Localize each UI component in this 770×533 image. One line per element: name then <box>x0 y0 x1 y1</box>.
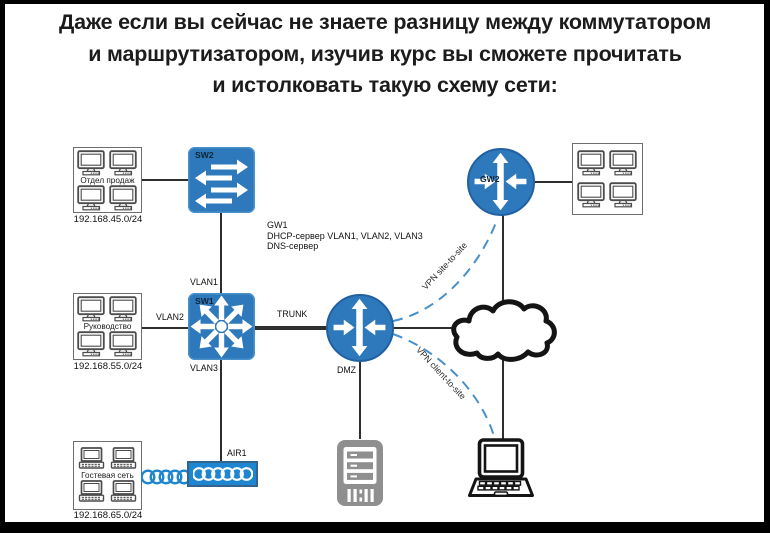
device-label-gw2: GW2 <box>480 174 500 184</box>
access-point-air1 <box>187 461 258 487</box>
switch-sw1: SW1 <box>188 293 255 360</box>
link-label-vlan2: VLAN2 <box>156 312 184 322</box>
lan-label-sales: Отдел продаж <box>80 175 135 185</box>
device-label-dmz: DMZ <box>337 365 357 375</box>
computer-row <box>77 331 139 357</box>
router-icon <box>333 298 386 357</box>
vpn-site-to-site-line <box>392 219 498 322</box>
link-label-vlan3: VLAN3 <box>190 363 218 373</box>
desktop-computer-icon <box>77 185 107 211</box>
laptop-icon <box>77 480 107 504</box>
link-mgmt-sw1-vlan2 <box>142 327 188 329</box>
link-dmz-server <box>359 362 361 439</box>
link-sw1-air1-vlan3 <box>220 360 222 462</box>
device-label-sw2: SW2 <box>195 150 214 160</box>
device-label-air1: AIR1 <box>227 448 247 458</box>
frame-border-left <box>0 0 5 533</box>
desktop-computer-icon <box>109 331 139 357</box>
switch-sw2: SW2 <box>188 147 255 213</box>
desktop-computer-icon <box>77 331 107 357</box>
computer-row <box>77 447 139 471</box>
router-icon <box>474 152 527 211</box>
lan-box-guest: Гостевая сеть <box>73 441 142 510</box>
remote-laptop-icon <box>464 438 538 502</box>
desktop-computer-icon <box>109 296 139 322</box>
router-gw2: GW2 <box>467 148 535 216</box>
laptop-icon <box>77 447 107 471</box>
desktop-computer-icon <box>109 150 139 176</box>
link-label-trunk: TRUNK <box>277 309 308 319</box>
page-title: Даже если вы сейчас не знаете разницу ме… <box>0 7 770 102</box>
gw1-note-line-2: DHCP-сервер VLAN1, VLAN2, VLAN3 <box>267 230 423 241</box>
desktop-computer-icon <box>609 150 639 176</box>
frame-border-right <box>764 0 770 533</box>
link-dmz-cloud <box>394 327 465 329</box>
computer-row <box>577 150 639 176</box>
vpn-client-to-site-line <box>392 333 495 437</box>
desktop-computer-icon <box>109 185 139 211</box>
gw1-note-line-3: DNS-сервер <box>267 241 319 251</box>
subnet-sales: 192.168.45.0/24 <box>73 214 143 225</box>
lan-label-management: Руководство <box>83 322 132 331</box>
computer-row <box>77 296 139 322</box>
gw1-note-line-1: GW1 <box>267 220 288 230</box>
laptop-icon <box>109 447 139 471</box>
link-gw2-branch <box>535 181 572 183</box>
device-label-sw1: SW1 <box>195 296 214 306</box>
lan-box-management: Руководство <box>73 293 142 360</box>
title-line-1: Даже если вы сейчас не знаете разницу ме… <box>58 10 712 34</box>
computer-row <box>77 185 139 211</box>
internet-cloud-icon <box>448 292 558 366</box>
desktop-computer-icon <box>609 182 639 208</box>
lan-label-guest: Гостевая сеть <box>81 471 134 480</box>
server-icon <box>336 439 384 507</box>
link-label-vlan1: VLAN1 <box>190 277 218 287</box>
title-line-2: и маршрутизатором, изучив курс вы сможет… <box>88 41 682 66</box>
computer-row <box>577 182 639 208</box>
wireless-link-icon <box>141 466 189 488</box>
desktop-computer-icon <box>77 296 107 322</box>
frame-border-bottom <box>0 522 770 533</box>
subnet-management: 192.168.55.0/24 <box>73 361 143 372</box>
laptop-icon <box>109 480 139 504</box>
access-point-rings-icon <box>193 465 253 483</box>
computer-row <box>77 150 139 176</box>
link-sales-sw2 <box>142 179 188 181</box>
subnet-guest: 192.168.65.0/24 <box>73 510 143 521</box>
link-trunk <box>255 325 327 330</box>
frame-border-top <box>0 0 770 4</box>
router-dmz <box>326 294 394 362</box>
desktop-computer-icon <box>577 182 607 208</box>
title-line-3: и истолковать такую схему сети: <box>212 73 558 97</box>
desktop-computer-icon <box>577 150 607 176</box>
gw1-note: GW1 DHCP-сервер VLAN1, VLAN2, VLAN3 DNS-… <box>267 220 423 252</box>
link-sw2-sw1-vlan1 <box>220 213 222 293</box>
computer-row <box>77 480 139 504</box>
desktop-computer-icon <box>77 150 107 176</box>
lan-box-branch <box>572 143 643 215</box>
lan-box-sales: Отдел продаж <box>73 147 142 213</box>
